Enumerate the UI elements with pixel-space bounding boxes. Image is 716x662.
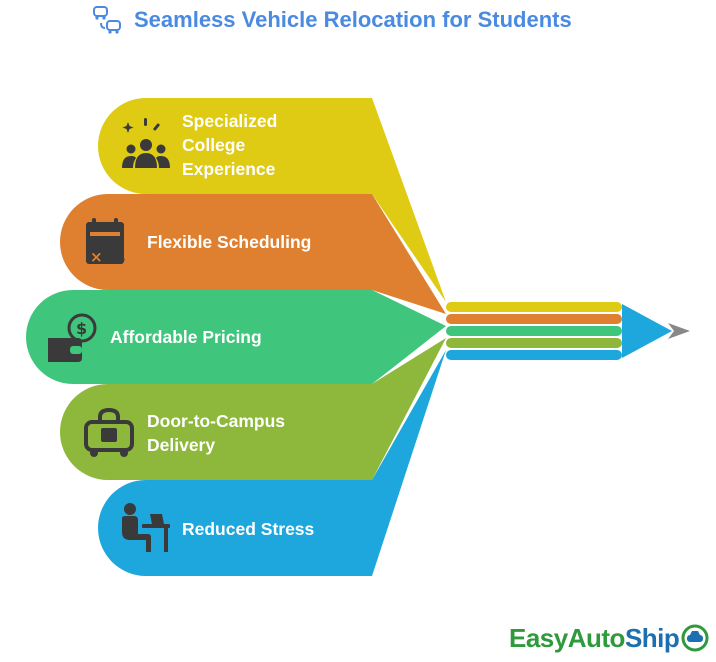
band-specialized xyxy=(98,98,372,194)
band-delivery xyxy=(60,384,372,480)
pencil-stripe-blue xyxy=(446,350,622,360)
brand-word-easy: Easy xyxy=(509,622,568,653)
brand-word-ship: Ship xyxy=(624,622,680,653)
secure-van-icon xyxy=(84,407,134,457)
funnel-wedge-scheduling xyxy=(372,194,446,314)
svg-text:4: 4 xyxy=(110,245,125,270)
brand-word-auto: Auto xyxy=(567,622,626,653)
person-at-desk-icon xyxy=(122,503,170,552)
vehicle-relocation-icon xyxy=(93,6,121,34)
pencil-stripe-green xyxy=(446,326,622,336)
wallet-dollar-icon: $ xyxy=(48,313,97,362)
svg-text:$: $ xyxy=(76,319,87,338)
funnel-wedge-pricing xyxy=(372,290,446,384)
pencil-stripe-yellow xyxy=(446,302,622,312)
calendar-times-four-icon: × 4 xyxy=(86,218,125,270)
pencil-tip xyxy=(622,304,672,358)
item-door-to-campus-delivery: Door-to-Campus Delivery xyxy=(147,411,290,455)
title-row: Seamless Vehicle Relocation for Students xyxy=(92,4,572,36)
pencil-stripe-orange xyxy=(446,314,622,324)
car-globe-icon xyxy=(681,624,709,652)
people-sparkle-icon xyxy=(122,118,170,168)
funnel-wedge-specialized xyxy=(372,98,446,302)
page-title: Seamless Vehicle Relocation for Students xyxy=(134,7,572,32)
band-scheduling xyxy=(60,194,372,290)
pencil-stripe-olive xyxy=(446,338,622,348)
item-reduced-stress: Reduced Stress xyxy=(182,519,315,539)
item-flexible-scheduling: Flexible Scheduling xyxy=(147,232,311,252)
pencil-lead xyxy=(668,323,690,339)
funnel-wedge-delivery xyxy=(372,338,446,480)
band-pricing xyxy=(26,290,372,384)
item-affordable-pricing: Affordable Pricing xyxy=(110,327,262,347)
item-specialized-college-experience: Specialized College Experience xyxy=(182,111,282,179)
svg-text:×: × xyxy=(90,248,103,266)
funnel-wedge-stress xyxy=(372,350,446,576)
